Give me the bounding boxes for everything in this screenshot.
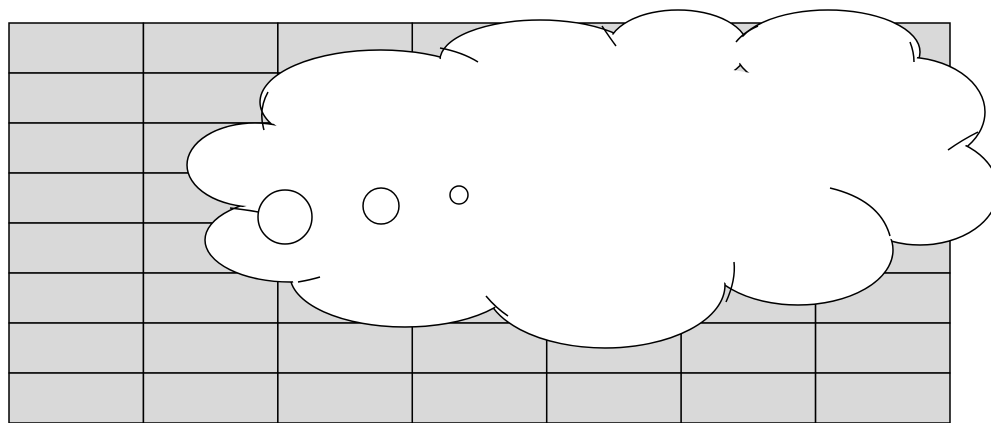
grid-cell [9, 123, 143, 173]
grid-cell [143, 273, 277, 323]
grid-cell [9, 323, 143, 373]
grid-cell [9, 373, 143, 423]
grid-cell [816, 323, 950, 373]
grid-cell [9, 273, 143, 323]
grid-cell [681, 323, 815, 373]
grid-cell [816, 373, 950, 423]
grid-cell [412, 373, 546, 423]
grid-cell [143, 373, 277, 423]
grid-cell [9, 23, 143, 73]
grid-cell [143, 23, 277, 73]
grid-cell [143, 323, 277, 373]
grid-cell [9, 173, 143, 223]
grid-cell [278, 373, 412, 423]
grid-cell [9, 223, 143, 273]
tail-bubble-large [258, 190, 312, 244]
tail-bubble-small [450, 186, 468, 204]
grid-cell [9, 73, 143, 123]
grid-cell [278, 323, 412, 373]
grid-cell [681, 373, 815, 423]
grid-cell [547, 373, 681, 423]
grid-cell [143, 73, 277, 123]
tail-bubble-medium [363, 188, 399, 224]
